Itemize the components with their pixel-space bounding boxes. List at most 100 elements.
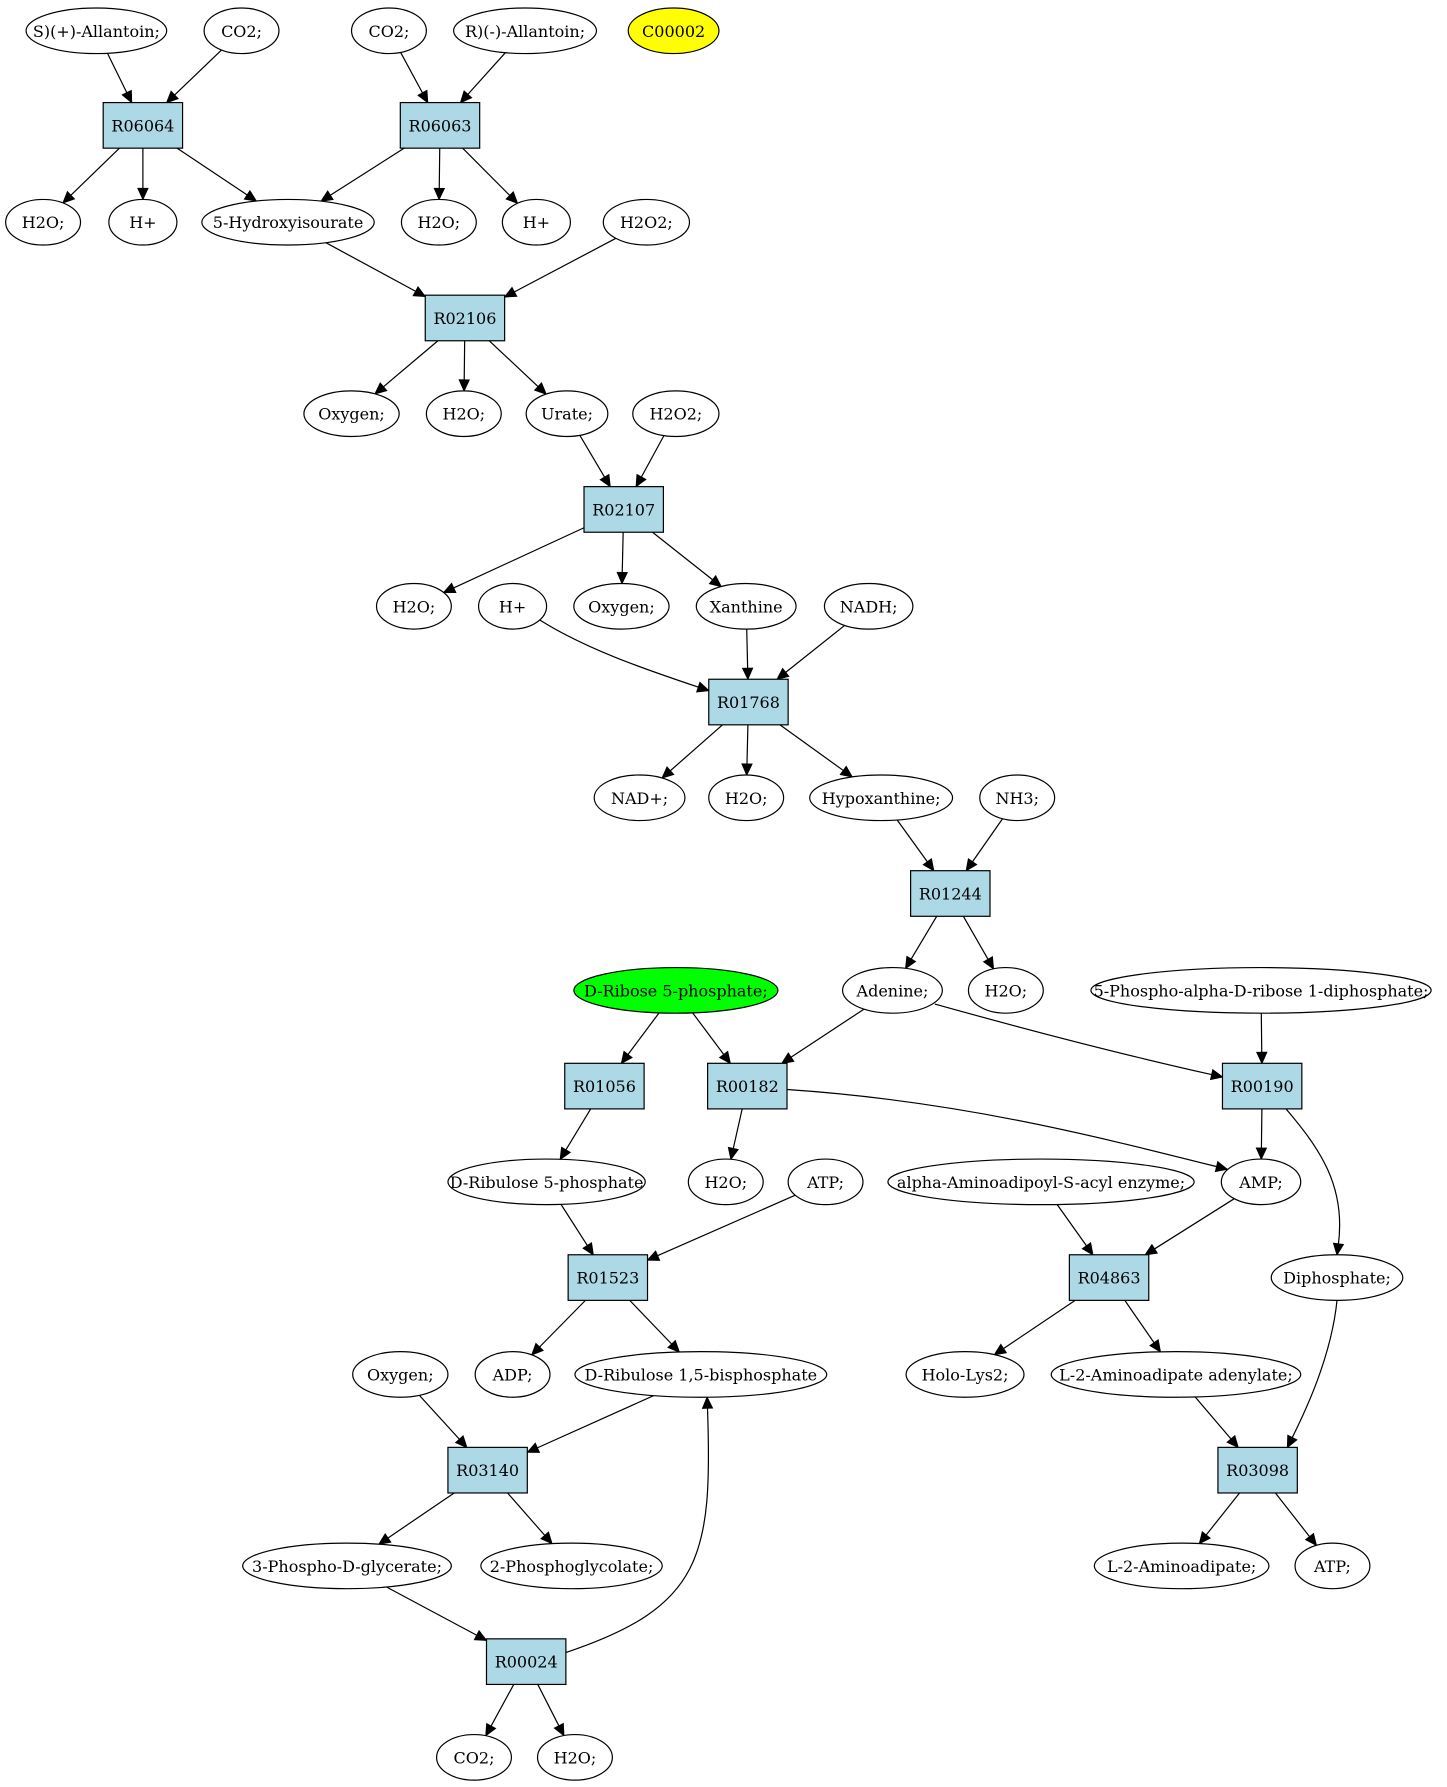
compound-ellipse <box>453 7 598 55</box>
compound-ellipse <box>627 7 720 55</box>
node-label: H2O; <box>22 213 65 232</box>
reaction-node-r06064[interactable]: R06064 <box>102 101 184 149</box>
node-label: Oxygen; <box>588 597 655 616</box>
compound-node-hplus-2[interactable]: H+ <box>501 198 572 246</box>
compound-node-xanthine[interactable]: Xanthine <box>695 582 797 630</box>
compound-node-adp[interactable]: ADP; <box>474 1351 551 1398</box>
compound-node-oxygen-2[interactable]: Oxygen; <box>573 582 670 630</box>
reaction-node-r01244[interactable]: R01244 <box>910 870 991 917</box>
edge-h2o2_2-to-R02107 <box>635 435 665 488</box>
compound-ellipse <box>1294 1542 1371 1590</box>
compound-node-aminoadipate-adenylate[interactable]: L-2-Aminoadipate adenylate; <box>1050 1351 1302 1398</box>
edge-hplus_3-to-R01768 <box>539 619 710 693</box>
compound-node-h2o-8[interactable]: H2O; <box>536 1733 613 1781</box>
compound-node-aminoadipoyl[interactable]: alpha-Aminoadipoyl-S-acyl enzyme; <box>887 1158 1195 1206</box>
arrowhead <box>417 89 429 104</box>
node-label: R06063 <box>409 116 472 135</box>
edge-phosphoglycerate-to-R00024 <box>386 1586 488 1641</box>
compound-node-atp-1[interactable]: ATP; <box>787 1158 864 1206</box>
compound-node-nadh[interactable]: NADH; <box>823 582 914 630</box>
compound-node-hypoxanthine[interactable]: Hypoxanthine; <box>809 774 954 822</box>
node-label: R00190 <box>1231 1077 1294 1096</box>
compound-node-h2o-6[interactable]: H2O; <box>967 966 1044 1014</box>
node-label: R00182 <box>716 1077 779 1096</box>
compound-node-h2o2-1[interactable]: H2O2; <box>602 198 691 246</box>
reaction-node-r01056[interactable]: R01056 <box>564 1062 645 1110</box>
arrowhead <box>616 571 628 585</box>
compound-node-hplus-1[interactable]: H+ <box>108 198 178 246</box>
compound-node-h2o-5[interactable]: H2O; <box>708 774 785 822</box>
compound-node-phosphoglycolate[interactable]: 2-Phosphoglycolate; <box>480 1542 663 1590</box>
compound-node-atp-2[interactable]: ATP; <box>1294 1542 1371 1590</box>
node-label: AMP; <box>1238 1173 1283 1192</box>
edge-R06063-to-h2o_2 <box>433 148 446 201</box>
reaction-node-r00182[interactable]: R00182 <box>707 1062 788 1110</box>
reaction-node-r03140[interactable]: R03140 <box>447 1446 528 1494</box>
arrowhead <box>1256 1051 1268 1065</box>
arrowhead <box>320 190 334 202</box>
compound-node-h2o-4[interactable]: H2O; <box>375 582 452 630</box>
edge-line <box>539 619 700 689</box>
arrowhead <box>701 1395 714 1409</box>
compound-node-c00002[interactable]: C00002 <box>627 7 720 55</box>
compound-node-oxygen-1[interactable]: Oxygen; <box>303 390 400 438</box>
compound-node-adenine[interactable]: Adenine; <box>841 966 943 1014</box>
compound-node-diphosphate[interactable]: Diphosphate; <box>1270 1254 1404 1301</box>
reaction-node-r04863[interactable]: R04863 <box>1068 1254 1150 1301</box>
compound-node-ribulose5p[interactable]: D-Ribulose 5-phosphate <box>447 1158 646 1206</box>
edge-R03140-to-phosphoglycerate <box>377 1492 455 1545</box>
edge-aminoadipate_adenylate-to-R03098 <box>1194 1396 1239 1449</box>
compound-ellipse <box>203 7 280 55</box>
compound-node-r-allantoin[interactable]: R)(-)-Allantoin; <box>453 7 598 55</box>
compound-node-urate[interactable]: Urate; <box>525 390 609 438</box>
compound-node-h2o-3[interactable]: H2O; <box>425 390 502 438</box>
compound-node-h2o-1[interactable]: H2O; <box>5 198 82 246</box>
edge-line <box>910 915 938 961</box>
arrowhead <box>667 1339 681 1353</box>
compound-node-hplus-3[interactable]: H+ <box>477 582 548 630</box>
node-label: 2-Phosphoglycolate; <box>490 1557 654 1576</box>
arrowhead <box>1226 1434 1239 1449</box>
edge-line <box>507 1492 546 1537</box>
reaction-node-r06063[interactable]: R06063 <box>399 101 481 149</box>
compound-node-h2o2-2[interactable]: H2O2; <box>632 390 720 438</box>
compound-node-nh3[interactable]: NH3; <box>979 774 1056 822</box>
compound-ellipse <box>1270 1254 1404 1301</box>
compound-node-hydroxyisourate[interactable]: 5-Hydroxyisourate <box>201 198 375 246</box>
reaction-node-r02107[interactable]: R02107 <box>583 486 664 533</box>
compound-ellipse <box>602 198 691 246</box>
node-label: H2O; <box>704 1173 747 1192</box>
node-label: NAD+; <box>611 789 668 808</box>
compound-node-co2-c[interactable]: CO2; <box>435 1733 513 1781</box>
compound-node-aminoadipate[interactable]: L-2-Aminoadipate; <box>1093 1542 1270 1590</box>
reaction-node-r02106[interactable]: R02106 <box>424 294 506 342</box>
edge-line <box>490 1684 515 1728</box>
compound-node-phosphoglycerate[interactable]: 3-Phospho-D-glycerate; <box>242 1542 452 1590</box>
reaction-node-r01523[interactable]: R01523 <box>567 1254 649 1301</box>
compound-ellipse <box>536 1733 613 1781</box>
compound-node-nadplus[interactable]: NAD+; <box>593 774 686 822</box>
compound-ellipse <box>1220 1158 1302 1206</box>
edge-line <box>1274 1492 1311 1538</box>
edge-nh3-to-R01244 <box>965 818 1004 872</box>
compound-node-ribose5p[interactable]: D-Ribose 5-phosphate; <box>573 966 779 1014</box>
compound-node-rubp[interactable]: D-Ribulose 1,5-bisphosphate <box>574 1351 828 1398</box>
edge-line <box>746 724 749 765</box>
compound-node-h2o-2[interactable]: H2O; <box>400 198 477 246</box>
reaction-node-r03098[interactable]: R03098 <box>1217 1446 1298 1494</box>
compound-node-amp[interactable]: AMP; <box>1220 1158 1302 1206</box>
compound-node-h2o-7[interactable]: H2O; <box>687 1158 764 1206</box>
compound-node-oxygen-3[interactable]: Oxygen; <box>352 1351 449 1398</box>
node-label: Holo-Lys2; <box>922 1365 1009 1384</box>
compound-node-prpp[interactable]: 5-Phospho-alpha-D-ribose 1-diphosphate; <box>1090 966 1432 1014</box>
compound-node-co2-b[interactable]: CO2; <box>350 7 427 55</box>
compound-ellipse <box>108 198 178 246</box>
compound-node-holo-lys2[interactable]: Holo-Lys2; <box>905 1351 1025 1398</box>
reaction-node-r00190[interactable]: R00190 <box>1221 1062 1303 1110</box>
reaction-node-r00024[interactable]: R00024 <box>485 1638 567 1686</box>
reaction-node-r01768[interactable]: R01768 <box>708 678 789 726</box>
arrowhead <box>1255 1147 1268 1161</box>
compound-node-s-allantoin[interactable]: S)(+)-Allantoin; <box>25 7 168 55</box>
compound-node-co2-a[interactable]: CO2; <box>203 7 280 55</box>
arrowhead <box>646 1250 661 1261</box>
